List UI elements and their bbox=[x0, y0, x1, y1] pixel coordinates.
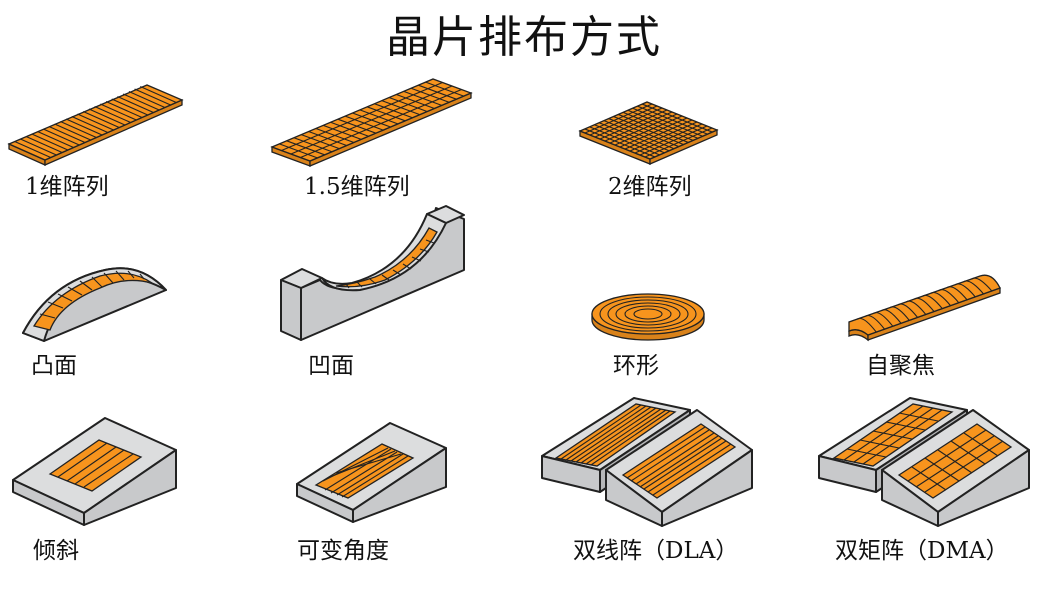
label-concave: 凹面 bbox=[308, 353, 354, 379]
element-divider bbox=[117, 95, 154, 114]
element-divider bbox=[634, 123, 703, 154]
label-variable-angle: 可变角度 bbox=[297, 538, 389, 564]
element-divider bbox=[71, 115, 109, 134]
element-divider bbox=[946, 286, 968, 301]
figure-convex bbox=[22, 267, 167, 342]
element-divider bbox=[140, 85, 177, 104]
figure-self-focus bbox=[848, 274, 1001, 342]
element-divider bbox=[111, 98, 148, 116]
element-divider bbox=[619, 117, 688, 148]
element-divider bbox=[20, 138, 57, 156]
element-divider bbox=[25, 135, 63, 154]
element-divider bbox=[37, 130, 74, 149]
element-divider bbox=[865, 315, 885, 330]
element-divider bbox=[105, 100, 143, 119]
figure-1d-array bbox=[7, 84, 184, 167]
element-divider bbox=[594, 107, 663, 138]
element-divider bbox=[31, 133, 69, 151]
element-divider bbox=[881, 309, 902, 324]
element-divider bbox=[614, 115, 683, 146]
element-divider bbox=[43, 128, 80, 146]
element-divider bbox=[122, 93, 160, 111]
element-divider bbox=[624, 119, 693, 150]
label-2d-array: 2维阵列 bbox=[608, 174, 692, 200]
figure-1-5d-array bbox=[270, 78, 473, 167]
label-dma: 双矩阵（DMA） bbox=[835, 538, 1009, 564]
element-divider bbox=[955, 283, 976, 298]
element-divider bbox=[88, 108, 126, 126]
figure-dla bbox=[541, 397, 753, 527]
element-divider bbox=[906, 300, 927, 315]
element-divider bbox=[60, 120, 97, 139]
element-divider bbox=[281, 81, 443, 152]
element-divider bbox=[938, 289, 960, 304]
label-1d-array: 1维阵列 bbox=[25, 174, 109, 200]
label-dla: 双线阵（DLA） bbox=[573, 538, 739, 564]
element-divider bbox=[300, 88, 462, 159]
figure-dma bbox=[818, 397, 1030, 527]
figure-concave bbox=[280, 205, 465, 341]
element-divider bbox=[889, 306, 910, 321]
element-divider bbox=[77, 113, 114, 131]
figure-annular bbox=[591, 293, 705, 341]
element-divider bbox=[963, 280, 984, 295]
element-divider bbox=[914, 297, 935, 312]
diagram-title: 晶片排布方式 bbox=[386, 12, 662, 63]
element-divider bbox=[629, 121, 698, 152]
element-divider bbox=[290, 85, 453, 155]
element-divider bbox=[599, 109, 668, 140]
element-divider bbox=[128, 90, 166, 109]
element-divider bbox=[971, 277, 993, 292]
element-divider bbox=[922, 294, 943, 309]
element-divider bbox=[82, 110, 120, 129]
element-divider bbox=[873, 312, 894, 327]
element-divider bbox=[609, 113, 678, 144]
element-divider bbox=[584, 103, 653, 134]
figure-tilted bbox=[12, 417, 177, 526]
element-divider bbox=[94, 105, 131, 124]
element-divider bbox=[639, 125, 708, 156]
figure-2d-array bbox=[578, 101, 719, 165]
element-divider bbox=[897, 303, 918, 318]
element-divider bbox=[856, 317, 877, 333]
element-divider bbox=[930, 291, 951, 306]
label-annular: 环形 bbox=[613, 353, 659, 379]
element-divider bbox=[54, 123, 91, 141]
element-divider bbox=[134, 88, 171, 106]
element-divider bbox=[100, 103, 137, 121]
element-divider bbox=[48, 125, 86, 144]
label-1-5d-array: 1.5维阵列 bbox=[304, 174, 410, 200]
label-convex: 凸面 bbox=[31, 353, 77, 379]
element-divider bbox=[14, 140, 51, 159]
element-divider bbox=[604, 111, 673, 142]
element-divider bbox=[644, 127, 713, 158]
label-tilted: 倾斜 bbox=[33, 538, 79, 564]
label-self-focus: 自聚焦 bbox=[866, 353, 935, 379]
figure-variable-angle bbox=[296, 422, 447, 523]
element-divider bbox=[589, 105, 658, 136]
element-divider bbox=[65, 118, 103, 136]
